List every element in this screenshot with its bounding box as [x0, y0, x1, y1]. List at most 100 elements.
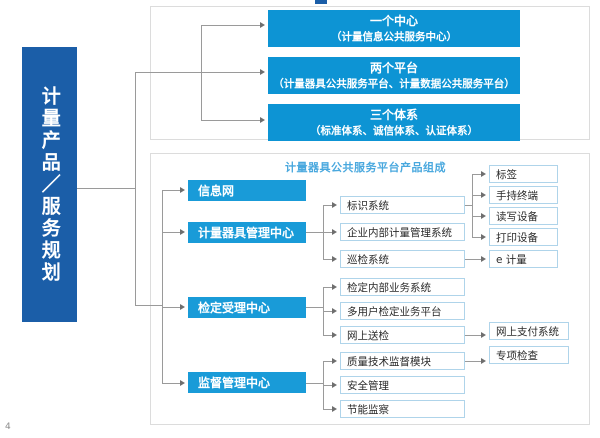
connector-c1-to-s1 [323, 232, 332, 233]
system-2[interactable]: 巡检系统 [340, 250, 465, 268]
system-8[interactable]: 节能监察 [340, 400, 465, 418]
system-0[interactable]: 标识系统 [340, 196, 465, 214]
arrow-top-0-icon [260, 21, 265, 28]
connector-trunk-to-bottom-group [135, 305, 162, 306]
arrow-d1-icon [481, 191, 486, 198]
system-6[interactable]: 质量技术监督模块 [340, 352, 465, 370]
system-4-label: 多用户检定业务平台 [347, 305, 442, 318]
arrow-d6-icon [481, 357, 486, 364]
arrow-d4-icon [481, 255, 486, 262]
system-1[interactable]: 企业内部计量管理系统 [340, 223, 465, 241]
connector-top-branch-0 [201, 25, 260, 26]
system-1-label: 企业内部计量管理系统 [347, 226, 452, 239]
device-5-label: 网上支付系统 [496, 325, 559, 338]
device-2-label: 读写设备 [496, 210, 538, 223]
device-0[interactable]: 标签 [489, 165, 558, 183]
system-3[interactable]: 检定内部业务系统 [340, 278, 465, 296]
arrow-center-3-icon [180, 379, 185, 386]
page-number: 4 [5, 422, 11, 432]
system-3-label: 检定内部业务系统 [347, 281, 431, 294]
connector-c3-to-s8 [323, 409, 332, 410]
connector-c2-to-s5 [323, 335, 332, 336]
top-item-0[interactable]: 一个中心 （计量信息公共服务中心） [268, 10, 520, 47]
arrow-s0-icon [332, 201, 337, 208]
system-0-label: 标识系统 [347, 199, 389, 212]
system-8-label: 节能监察 [347, 403, 389, 416]
device-3-label: 打印设备 [496, 231, 538, 244]
connector-c1-to-s0 [323, 205, 332, 206]
system-6-label: 质量技术监督模块 [347, 355, 431, 368]
arrow-center-0-icon [180, 186, 185, 193]
arrow-d3-icon [481, 233, 486, 240]
connector-c3-to-s7 [323, 385, 332, 386]
connector-s0-to-d1 [472, 195, 481, 196]
center-2-label: 检定受理中心 [198, 301, 271, 315]
connector-root-trunk [77, 188, 135, 189]
center-3-label: 监督管理中心 [198, 376, 271, 390]
device-6-label: 专项检查 [496, 349, 538, 362]
root-label-text: 计量产品／服务规划 [38, 85, 61, 284]
connector-center-branch-1 [162, 232, 180, 233]
connector-s6-to-d6 [465, 361, 481, 362]
connector-s0-to-d2 [472, 216, 481, 217]
system-7[interactable]: 安全管理 [340, 376, 465, 394]
top-item-2[interactable]: 三个体系 （标准体系、诚信体系、认证体系） [268, 104, 520, 141]
top-item-1-sub: （计量器具公共服务平台、计量数据公共服务平台） [273, 77, 515, 90]
connector-center-branch-3 [162, 383, 180, 384]
system-2-label: 巡检系统 [347, 253, 389, 266]
center-0-label: 信息网 [198, 184, 235, 198]
connector-center-branch-2 [162, 307, 180, 308]
connector-c2-stem [306, 307, 323, 308]
connector-center-branch-0 [162, 190, 180, 191]
device-1[interactable]: 手持终端 [489, 186, 558, 204]
device-3[interactable]: 打印设备 [489, 228, 558, 246]
connector-s0-to-d0 [472, 174, 481, 175]
device-4[interactable]: e 计量 [489, 250, 558, 268]
device-5[interactable]: 网上支付系统 [489, 322, 569, 340]
device-1-label: 手持终端 [496, 189, 538, 202]
system-4[interactable]: 多用户检定业务平台 [340, 302, 465, 320]
connector-center-spine [162, 190, 163, 383]
top-item-0-sub: （计量信息公共服务中心） [331, 30, 457, 43]
connector-s0-spine [472, 174, 473, 237]
arrow-s8-icon [332, 405, 337, 412]
arrow-top-2-icon [260, 116, 265, 123]
arrow-s1-icon [332, 228, 337, 235]
arrow-s6-icon [332, 357, 337, 364]
connector-s2-to-d4 [465, 259, 481, 260]
connector-c3-to-s6 [323, 361, 332, 362]
center-3[interactable]: 监督管理中心 [188, 372, 306, 393]
system-5[interactable]: 网上送检 [340, 326, 465, 344]
connector-main-trunk [135, 72, 136, 305]
connector-s5-to-d5 [465, 335, 481, 336]
arrow-center-2-icon [180, 303, 185, 310]
center-0[interactable]: 信息网 [188, 180, 306, 201]
center-1-label: 计量器具管理中心 [198, 226, 295, 240]
top-edge-fragment [315, 0, 327, 4]
top-item-2-sub: （标准体系、诚信体系、认证体系） [310, 124, 478, 137]
bottom-panel-title: 计量器具公共服务平台产品组成 [285, 161, 446, 174]
center-1[interactable]: 计量器具管理中心 [188, 222, 306, 243]
connector-c3-stem [306, 383, 323, 384]
system-7-label: 安全管理 [347, 379, 389, 392]
top-item-1-title: 两个平台 [369, 61, 418, 76]
top-item-1[interactable]: 两个平台 （计量器具公共服务平台、计量数据公共服务平台） [268, 57, 520, 94]
device-6[interactable]: 专项检查 [489, 346, 569, 364]
connector-top-branch-1 [201, 72, 260, 73]
system-5-label: 网上送检 [347, 329, 389, 342]
device-4-label: e 计量 [496, 253, 527, 266]
arrow-s4-icon [332, 307, 337, 314]
connector-c2-to-s3 [323, 287, 332, 288]
arrow-s5-icon [332, 331, 337, 338]
arrow-d2-icon [481, 212, 486, 219]
connector-c1-to-s2 [323, 259, 332, 260]
device-2[interactable]: 读写设备 [489, 207, 558, 225]
connector-s0-stem [465, 205, 472, 206]
arrow-center-1-icon [180, 228, 185, 235]
arrow-s2-icon [332, 255, 337, 262]
arrow-s7-icon [332, 381, 337, 388]
center-2[interactable]: 检定受理中心 [188, 297, 306, 318]
arrow-s3-icon [332, 283, 337, 290]
connector-s0-to-d3 [472, 237, 481, 238]
